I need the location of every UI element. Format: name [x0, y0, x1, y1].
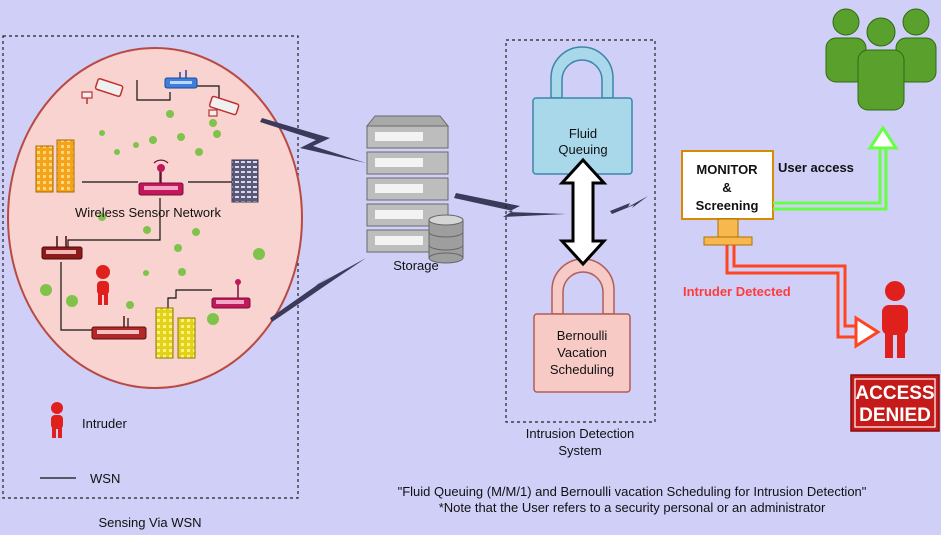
- legend-wsn-label: WSN: [90, 471, 120, 486]
- sensor-node-center-icon: [138, 159, 184, 196]
- router-red-bottom-icon: [91, 316, 147, 340]
- lock-top-line-1: Fluid: [569, 126, 597, 141]
- intruder-detected-label: Intruder Detected: [683, 284, 791, 299]
- ids-caption-line-1: Intrusion Detection: [526, 426, 634, 441]
- ids-panel: [505, 39, 656, 423]
- intruder-alert-arrow: [725, 245, 881, 349]
- lock-bottom-line-3: Scheduling: [550, 362, 614, 377]
- intruder-in-network-icon: [96, 265, 110, 305]
- tree-icons: [40, 110, 265, 325]
- monitor-line-1: MONITOR: [696, 162, 758, 177]
- monitor-line-3: Screening: [696, 198, 759, 213]
- footer-note: *Note that the User refers to a security…: [439, 500, 826, 515]
- sensor-node-right-icon: [211, 279, 251, 309]
- building-gray-icon: [231, 159, 259, 203]
- wsn-links: [60, 80, 232, 331]
- building-orange-icon: [35, 139, 75, 193]
- lock-top-line-2: Queuing: [558, 142, 607, 157]
- legend-intruder-icon: [51, 402, 63, 438]
- lock-bottom-line-1: Bernoulli: [557, 328, 608, 343]
- camera-right-icon: [208, 95, 240, 117]
- footer-title: "Fluid Queuing (M/M/1) and Bernoulli vac…: [398, 484, 867, 499]
- building-yellow-icon: [155, 307, 196, 359]
- access-denied-line-1: ACCESS: [855, 383, 934, 404]
- user-access-arrow: [773, 125, 899, 211]
- monitor-line-2: &: [722, 180, 731, 195]
- access-denied-line-2: DENIED: [859, 405, 931, 426]
- ids-caption-line-2: System: [558, 443, 601, 458]
- access-denied-stamp: [850, 374, 940, 432]
- user-access-label: User access: [778, 160, 854, 175]
- intruder-denied-icon: [882, 281, 908, 358]
- database-icon: [428, 214, 464, 264]
- router-blue-icon: [164, 70, 198, 89]
- monitor-icon: [681, 150, 774, 246]
- sensing-caption: Sensing Via WSN: [98, 515, 201, 530]
- storage-label: Storage: [393, 258, 439, 273]
- lock-bottom-line-2: Vacation: [557, 345, 607, 360]
- wireless-links: [260, 118, 648, 322]
- legend-intruder-label: Intruder: [82, 416, 127, 431]
- camera-left-icon: [81, 78, 124, 104]
- lock-bottom-icon: [533, 258, 631, 393]
- network-label: Wireless Sensor Network: [75, 205, 221, 220]
- router-red-left-icon: [41, 236, 83, 260]
- storage-server-icon: [365, 115, 450, 253]
- exchange-arrow: [558, 157, 608, 267]
- users-group-icon: [825, 8, 937, 111]
